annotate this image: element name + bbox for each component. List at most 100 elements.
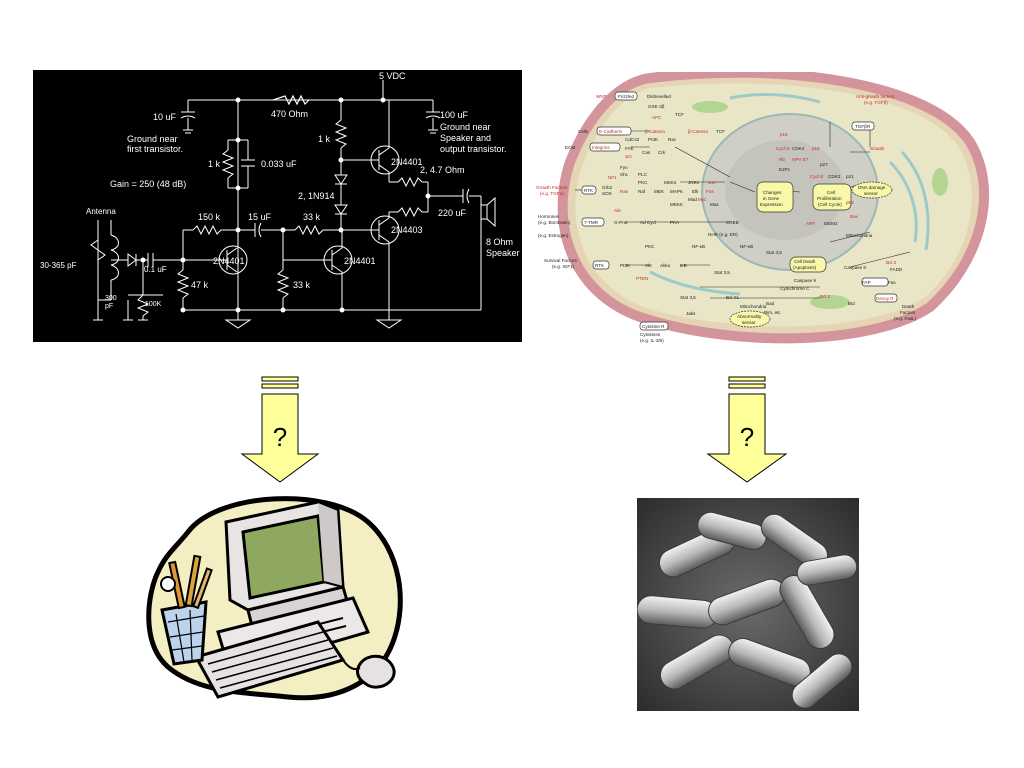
r33b-label: 33 k xyxy=(293,280,311,290)
cell-label-jun: Jun xyxy=(708,180,716,185)
cell-label-jnks: JNKs xyxy=(688,180,700,185)
note2b: Speaker and xyxy=(440,133,491,143)
note2c: output transistor. xyxy=(440,144,507,154)
cell-label-estrogen: (e.g. Estrogen) xyxy=(538,233,569,238)
cell-label-tcf: TCF xyxy=(675,112,684,117)
cell-label-anti: Anti-growth factors xyxy=(856,94,895,99)
cell-label-hormones: Hormones xyxy=(538,214,560,219)
cell-label-dna2: sensor xyxy=(864,191,878,196)
bacteria-micrograph-image xyxy=(636,498,859,711)
cell-label-cdk2: CDK2 xyxy=(828,174,841,179)
cell-label-apc: APC xyxy=(652,115,662,120)
c300-label-b: pF xyxy=(105,303,113,310)
cell-label-akku: Akku xyxy=(660,263,671,268)
cell-label-fak: FAK xyxy=(625,146,635,151)
cell-label-pten: PTEN xyxy=(636,276,648,281)
r470-label: 470 Ohm xyxy=(271,109,308,119)
cell-label-prolif3: (Cell Cycle) xyxy=(818,202,842,207)
cell-label-mekk: MEKK xyxy=(670,202,684,207)
cell-label-p16: p16 xyxy=(780,132,788,137)
c10-label: 10 uF xyxy=(153,112,177,122)
cell-label-crk: Crk xyxy=(658,150,666,155)
cell-label-myc: Myc xyxy=(698,197,707,202)
cell-label-ras: Ras xyxy=(620,189,629,194)
cell-label-cytokines-eg2: (e.g. IL-3/6) xyxy=(640,338,664,343)
cell-label-smads: Smads xyxy=(870,146,885,151)
cell-label-changes3: Expression xyxy=(760,202,783,207)
cell-label-ecm: ECM xyxy=(565,145,575,150)
r33a-label: 33 k xyxy=(303,212,321,222)
cell-label-rtk2: RTK xyxy=(595,263,605,268)
q1-label: 2N4401 xyxy=(213,256,245,266)
cell-label-hormones-eg: (e.g. Bombesin) xyxy=(538,220,571,225)
cell-label-tgfbr: TGFβR xyxy=(855,124,871,129)
cell-label-src: Src xyxy=(625,154,633,159)
cell-label-death2: (Apoptosis) xyxy=(793,265,817,270)
cell-label-plc: PLC xyxy=(638,172,648,177)
q4-label: 2N4401 xyxy=(344,256,376,266)
down-arrow-icon: ? xyxy=(240,376,320,483)
cell-label-abn2: sensor xyxy=(742,320,756,325)
cell-label-casp8: Caspase 8 xyxy=(844,265,866,270)
cell-label-integrins: Integrins xyxy=(592,145,610,150)
cell-label-nf1: NF1 xyxy=(608,175,617,180)
cell-label-mdm2: MDM2 xyxy=(824,221,838,226)
antenna-label: Antenna xyxy=(86,207,116,216)
cell-label-bcl2: Bcl 2 xyxy=(820,294,831,299)
cell-label-bclxl: Bcl XL xyxy=(726,295,740,300)
cell-label-cycle: Cycl E xyxy=(810,174,823,179)
note2a: Ground near xyxy=(440,122,491,132)
cell-label-decoy: Decoy R xyxy=(876,296,894,301)
cell-label-mito: Mitochondria xyxy=(740,304,767,309)
cell-label-e2fs: E2Fs xyxy=(779,167,790,172)
down-arrow-right: ? xyxy=(704,374,790,486)
cell-label-gf: Growth Factors xyxy=(536,185,568,190)
cell-label-fap: FAP xyxy=(862,280,871,285)
cell-label-prolif1: Cell xyxy=(827,190,835,195)
cell-label-cycld: Cycl D xyxy=(776,146,790,151)
cell-label-survival-eg: (e.g. IGF1) xyxy=(552,264,575,269)
cell-signaling-diagram: WNT Frizzled Dishevelled GSK-3β APC Cell… xyxy=(530,67,990,344)
down-arrow-icon: ? xyxy=(706,376,788,483)
cell-label-pka: PKA xyxy=(670,220,680,225)
speaker-label-1: 8 Ohm xyxy=(486,237,513,247)
cell-label-cytokines-eg: Cytokines xyxy=(640,332,661,337)
cell-label-death1: Cell Death xyxy=(794,259,816,264)
cell-label-shc: Shc xyxy=(620,172,629,177)
cell-label-rb: Rb xyxy=(779,157,785,162)
cell-label-cdk4: CDK4 xyxy=(792,146,805,151)
cell-label-mek: MEK xyxy=(654,189,665,194)
cell-label-bim: Bim, etc xyxy=(764,310,781,315)
cell-label-p21: p21 xyxy=(846,174,854,179)
cell-label-gpcr: 7-TMR xyxy=(584,220,599,225)
cell-label-mad: Mad xyxy=(688,197,697,202)
cell-label-dishevelled: Dishevelled xyxy=(647,94,671,99)
cell-label-rtk: RTK xyxy=(584,188,594,193)
radio-circuit-schematic: 5 VDC 470 Ohm 10 uF Ground near first tr… xyxy=(33,70,522,342)
cell-label-akt2: Akt xyxy=(645,263,652,268)
cell-label-cytoc: Cytochrome C xyxy=(780,286,810,291)
cell-label-cdc42: CdC42 xyxy=(625,137,640,142)
cell-label-fadd: FADD xyxy=(890,267,903,272)
cell-label-rac: Rac xyxy=(668,137,677,142)
cell-label-gprot: G-Prot xyxy=(614,220,628,225)
supply-label: 5 VDC xyxy=(379,71,406,81)
cell-label-ikb: IκB xyxy=(680,263,687,268)
cell-label-p27: p27 xyxy=(820,162,828,167)
cell-label-bid: Bid xyxy=(848,301,855,306)
r47k-label: 47 k xyxy=(191,280,209,290)
cell-label-dna1: DNA damage xyxy=(858,185,886,190)
left-question-mark: ? xyxy=(273,422,287,452)
c100-label: 100 uF xyxy=(440,110,469,120)
cell-label-sos: SOS xyxy=(602,191,612,196)
cell-label-p53: p53 xyxy=(846,200,854,205)
cell-label-bad: Bad xyxy=(766,301,775,306)
r100k-label: 100K xyxy=(145,301,162,308)
q3-label: 2N4403 xyxy=(391,225,423,235)
r47-label: 2, 4.7 Ohm xyxy=(420,165,465,175)
c300-label-a: 300 xyxy=(105,295,117,302)
cell-label-creb: CREB xyxy=(726,220,739,225)
cell-label-nhr: NHR (e.g. ER) xyxy=(708,232,738,237)
circuit-diagram: 5 VDC 470 Ohm 10 uF Ground near first tr… xyxy=(40,71,520,329)
cell-label-deathf2: Factors xyxy=(900,310,916,315)
